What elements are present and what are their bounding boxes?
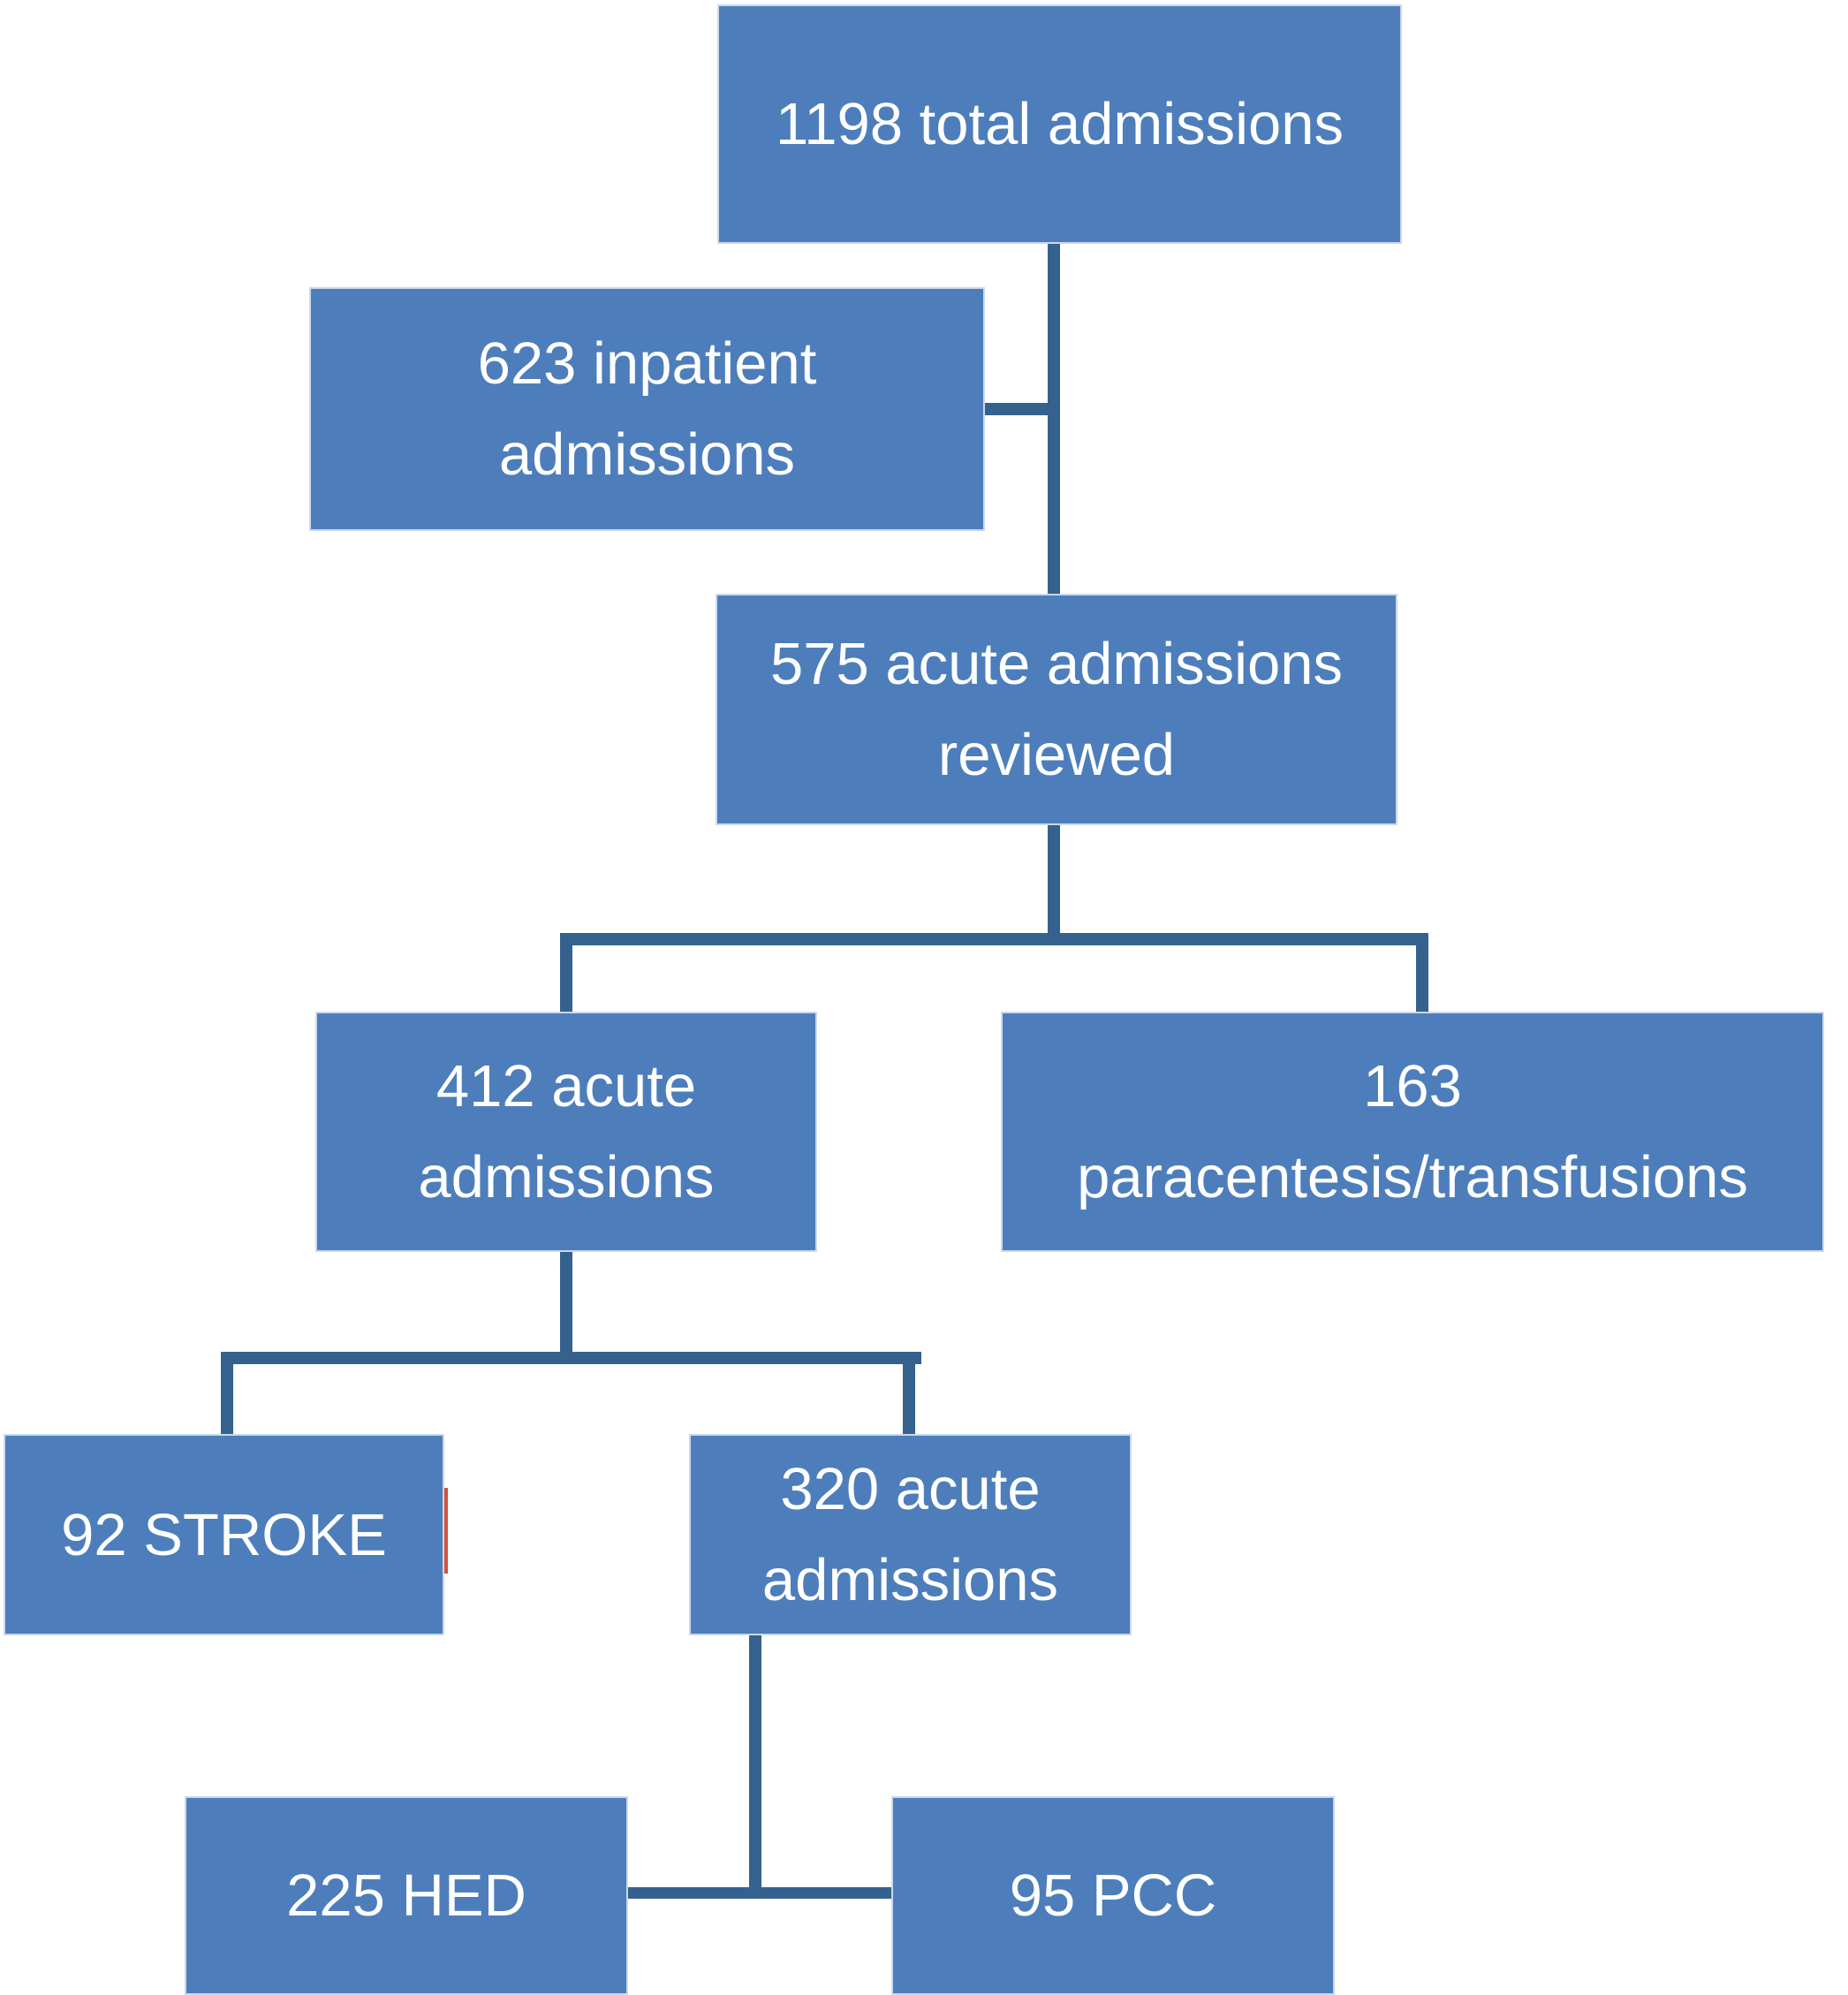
connector-reviewed-split-bar: [560, 933, 1428, 945]
connector-412-split-bar: [221, 1352, 921, 1364]
node-label-line: paracentesis/transfusions: [1077, 1144, 1748, 1210]
connector-inpatient-branch-horizontal: [985, 403, 1060, 415]
connector-to-412-vertical: [560, 933, 572, 1012]
node-acute-admissions-reviewed: 575 acute admissions reviewed: [716, 594, 1397, 825]
node-label-line: 95 PCC: [1009, 1862, 1217, 1929]
node-label-line: 320 acute: [780, 1456, 1041, 1522]
node-total-admissions: 1198 total admissions: [717, 4, 1402, 244]
node-hed: 225 HED: [185, 1796, 628, 1995]
node-label-line: admissions: [761, 1547, 1059, 1613]
connector-to-320-vertical: [903, 1352, 915, 1434]
connector-to-163-vertical: [1416, 933, 1428, 1012]
node-label-line: 92 STROKE: [61, 1501, 387, 1568]
node-320-acute-admissions: 320 acute admissions: [689, 1434, 1132, 1635]
node-paracentesis-transfusions: 163 paracentesis/transfusions: [1001, 1012, 1824, 1252]
node-label-line: 1198 total admissions: [775, 91, 1344, 157]
red-artifact-line: [444, 1488, 448, 1574]
connector-total-to-reviewed-vertical: [1048, 244, 1060, 594]
node-412-acute-admissions: 412 acute admissions: [315, 1012, 817, 1252]
node-pcc: 95 PCC: [891, 1796, 1335, 1995]
connector-320-down-vertical: [749, 1635, 761, 1887]
node-label-line: 225 HED: [286, 1862, 526, 1929]
node-stroke: 92 STROKE: [4, 1434, 444, 1635]
node-label-line: 412 acute: [435, 1053, 697, 1119]
node-inpatient-admissions: 623 inpatient admissions: [309, 287, 985, 531]
connector-reviewed-down-vertical: [1048, 825, 1060, 933]
node-label-line: admissions: [498, 421, 796, 488]
connector-hed-pcc-bar: [628, 1887, 891, 1899]
node-label-line: 575 acute admissions: [769, 631, 1344, 697]
connector-to-stroke-vertical: [221, 1352, 233, 1434]
node-label-line: 163: [1363, 1053, 1462, 1119]
node-label-line: 623 inpatient: [477, 330, 817, 397]
node-label-line: reviewed: [937, 722, 1176, 788]
node-label-line: admissions: [418, 1144, 715, 1210]
connector-412-down-vertical: [560, 1252, 572, 1352]
